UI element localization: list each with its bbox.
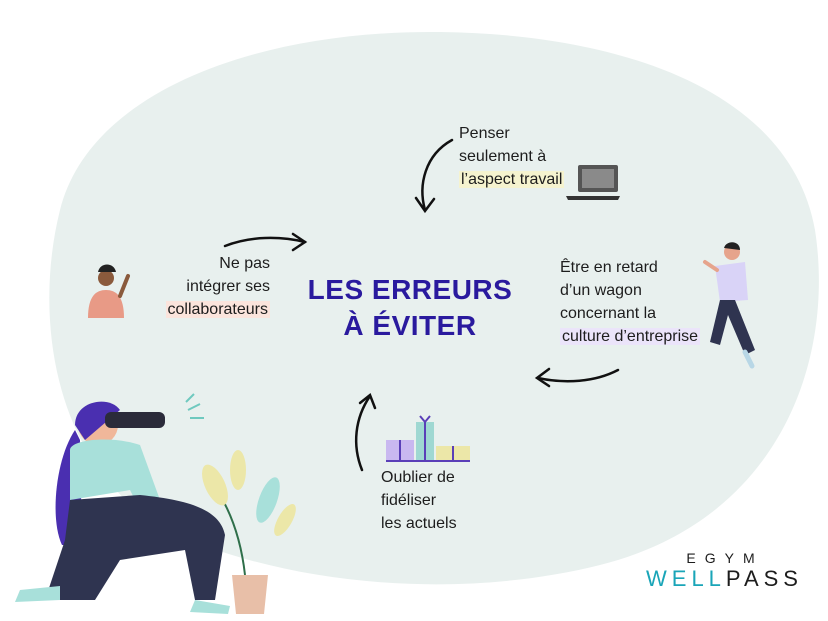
arrow-icon [223, 138, 620, 472]
mistake-collaborateurs: Ne pas intégrer ses collaborateurs [165, 252, 270, 321]
item-text: concernant la [560, 305, 657, 322]
logo-well: WELL [646, 566, 726, 591]
mistake-culture-entreprise: Être en retard d’un wagon concernant la … [560, 256, 701, 348]
plant-illustration [202, 450, 296, 614]
item-text: Être en retard [560, 259, 658, 276]
gifts-icon [386, 415, 470, 462]
laptop-icon [566, 165, 620, 200]
item-text: seulement à [459, 148, 547, 165]
title-line-2: À ÉVITER [343, 310, 477, 341]
item-highlight: collaborateurs [165, 301, 270, 318]
running-man-icon [703, 242, 755, 369]
item-text: Ne pas [219, 255, 270, 272]
item-text: fidéliser [381, 492, 437, 509]
logo-pass: PASS [725, 566, 803, 591]
item-text: intégrer ses [186, 278, 270, 295]
waving-woman-icon [88, 264, 130, 318]
item-text: Penser [459, 125, 510, 142]
page-title: LES ERREURS À ÉVITER [300, 272, 520, 344]
item-text: d’un wagon [560, 282, 642, 299]
item-highlight: culture d’entreprise [560, 328, 701, 345]
binocular-woman-illustration [15, 393, 230, 614]
item-highlight: l’aspect travail [459, 171, 565, 188]
mistake-fideliser: Oublier de fidéliser les actuels [381, 466, 457, 535]
logo-egym: EGYM [686, 550, 764, 566]
item-text: les actuels [381, 515, 457, 532]
title-line-1: LES ERREURS [307, 274, 513, 305]
mistake-aspect-travail: Penser seulement à l’aspect travail [459, 122, 565, 191]
egym-wellpass-logo: EGYM WELLPASS [646, 550, 798, 592]
item-text: Oublier de [381, 469, 455, 486]
